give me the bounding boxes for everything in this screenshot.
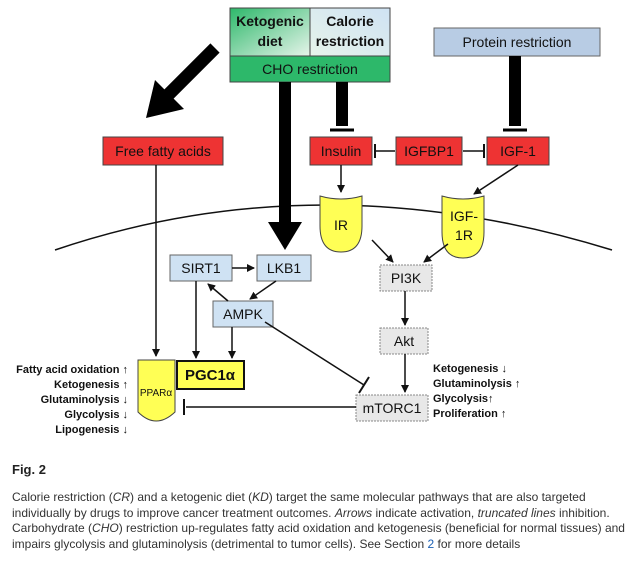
igf1r-label-line2: 1R xyxy=(455,227,473,243)
protein-restriction-box xyxy=(433,27,601,57)
ampk-box xyxy=(212,300,274,328)
thick-arrowhead-to-ffa xyxy=(146,80,184,118)
ir-label: IR xyxy=(334,217,348,233)
igfbp1-label: IGFBP1 xyxy=(404,143,454,159)
ppara-effect-item: Fatty acid oxidation ↑ xyxy=(16,364,128,376)
ppara-label: PPARα xyxy=(140,388,172,399)
ampk-inhibits-mtorc1 xyxy=(264,321,365,386)
igf1r-receptor xyxy=(441,195,485,259)
protein-restriction-label: Protein restriction xyxy=(463,34,572,50)
caption-text: inhibition. Carbohydrate ( xyxy=(12,505,610,536)
igf1r-to-pi3k-arrow xyxy=(423,243,449,263)
ppara-effect-item: Ketogenesis ↑ xyxy=(54,379,128,391)
cho-restriction-label: CHO restriction xyxy=(262,61,358,77)
mtorc1-label: mTORC1 xyxy=(363,400,422,416)
caption-italic: CR xyxy=(112,490,131,504)
igf1-label: IGF-1 xyxy=(500,143,536,159)
ampk-to-sirt1-arrow xyxy=(207,283,229,302)
free-fatty-acids-label: Free fatty acids xyxy=(115,143,211,159)
ppara-effects-list: Fatty acid oxidation ↑ Ketogenesis ↑ Glu… xyxy=(16,364,128,436)
caption-text: ) restriction up-regulates fatty acid ox… xyxy=(12,521,625,551)
caption-italic: CHO xyxy=(92,521,119,535)
lkb1-box xyxy=(256,254,312,282)
insulin-box xyxy=(309,136,373,166)
caption-text: Calorie restriction ( xyxy=(12,490,113,504)
calorie-restriction-box xyxy=(309,7,391,57)
caption-italic: KD xyxy=(252,490,269,504)
pgc1a-box xyxy=(176,360,245,390)
igfbp1-box xyxy=(395,136,463,166)
mtorc1-effect-item: Glutaminolysis ↑ xyxy=(433,378,520,390)
ir-to-pi3k-arrow xyxy=(371,239,394,263)
caption-text: ) target the same molecular pathways tha… xyxy=(12,490,586,520)
figure-caption: Calorie restriction (CR) and a ketogenic… xyxy=(12,490,636,552)
thick-arrowhead-to-lkb1 xyxy=(268,222,302,250)
figure-label: Fig. 2 xyxy=(12,462,46,477)
lkb1-label: LKB1 xyxy=(267,260,301,276)
akt-box xyxy=(379,327,429,355)
cho-restriction-box xyxy=(229,55,391,83)
ppara-effect-item: Glycolysis ↓ xyxy=(64,409,128,421)
thick-arrow-to-ffa xyxy=(163,43,220,100)
mtorc1-effect-item: Glycolysis↑ xyxy=(433,393,494,405)
pathway-diagram: Ketogenic diet Calorie restriction CHO r… xyxy=(16,7,613,436)
caption-text: indicate activation, xyxy=(372,505,478,520)
mtorc1-effect-item: Ketogenesis ↓ xyxy=(433,363,507,375)
section-link[interactable]: 2 xyxy=(427,536,435,551)
ir-receptor xyxy=(319,195,363,253)
sirt1-label: SIRT1 xyxy=(181,260,221,276)
caption-italic: truncated lines xyxy=(477,505,556,520)
ampk-label: AMPK xyxy=(223,306,263,322)
pi3k-box xyxy=(379,264,433,292)
igf1r-label-line1: IGF- xyxy=(450,208,478,224)
caption-text: for more details xyxy=(434,536,521,551)
mtorc1-box xyxy=(355,394,429,422)
akt-label: Akt xyxy=(394,333,414,349)
ppara-effect-item: Lipogenesis ↓ xyxy=(55,424,128,436)
caption-text: ) and a ketogenic diet ( xyxy=(130,490,253,504)
calorie-restriction-line1: Calorie xyxy=(326,13,374,29)
caption-italic: Arrows xyxy=(334,505,373,520)
ketogenic-diet-line2: diet xyxy=(258,33,283,49)
lkb1-to-ampk-arrow xyxy=(249,280,277,300)
igf1-box xyxy=(486,136,550,166)
pgc1a-label: PGC1α xyxy=(185,367,236,384)
insulin-label: Insulin xyxy=(321,143,361,159)
free-fatty-acids-box xyxy=(102,136,224,166)
mtorc1-effects-list: Ketogenesis ↓ Glutaminolysis ↑ Glycolysi… xyxy=(433,363,520,420)
ampk-inhibits-mtorc1-bar xyxy=(358,376,370,394)
sirt1-box xyxy=(169,254,233,282)
pi3k-label: PI3K xyxy=(391,270,422,286)
ppara-receptor xyxy=(137,359,176,422)
mtorc1-effect-item: Proliferation ↑ xyxy=(433,408,506,420)
ketogenic-diet-line1: Ketogenic xyxy=(236,13,304,29)
ppara-effect-item: Glutaminolysis ↓ xyxy=(41,394,128,406)
igf1-to-igf1r-arrow xyxy=(473,164,519,195)
calorie-restriction-line2: restriction xyxy=(316,33,384,49)
